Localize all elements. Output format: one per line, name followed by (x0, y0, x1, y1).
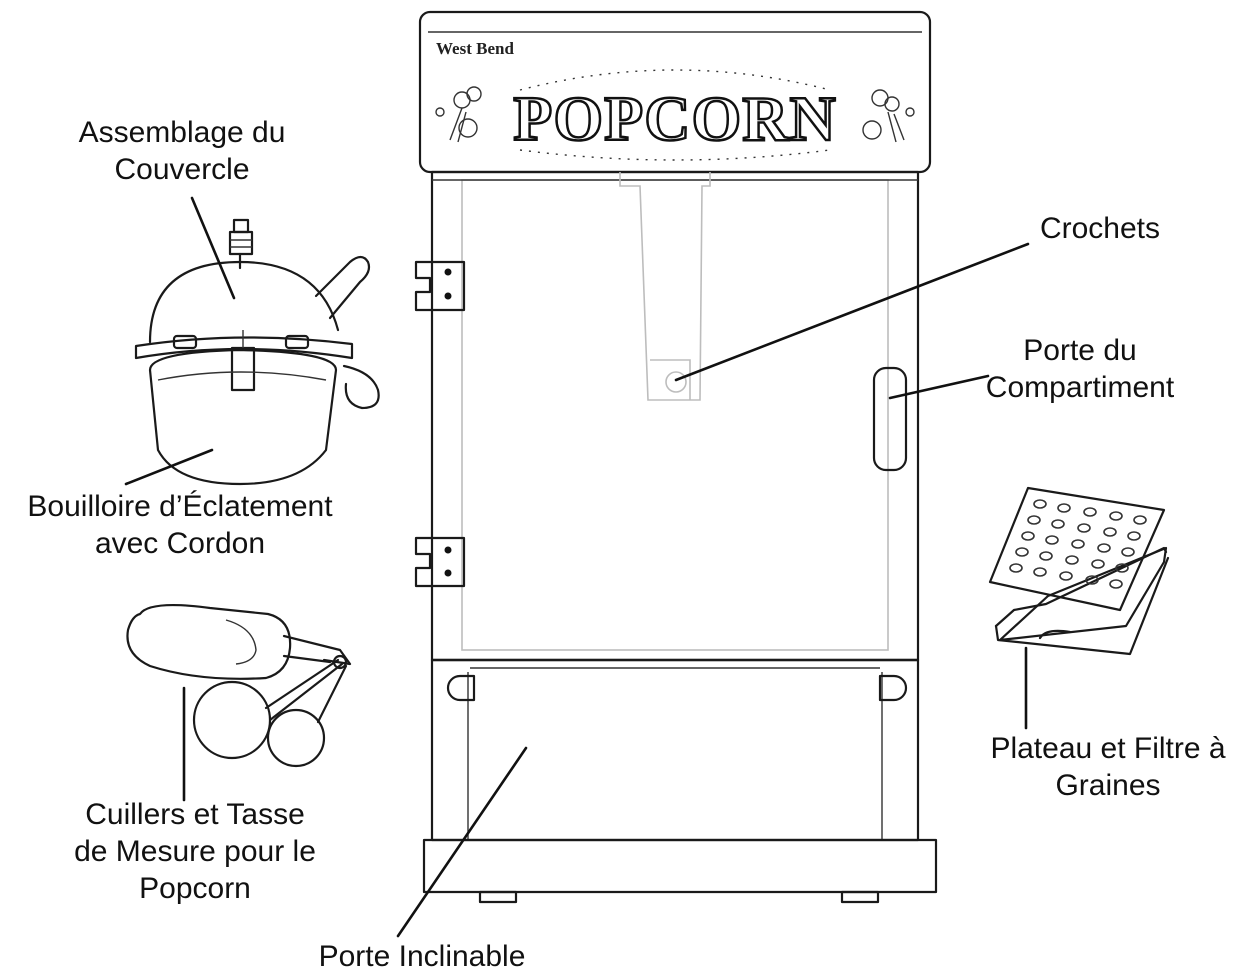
leader-kettle (124, 448, 214, 486)
popcorn-sign-text: POPCORN (513, 83, 836, 154)
popcorn-kernel-icon (435, 86, 482, 143)
door-handle (872, 366, 908, 472)
machine-base (422, 838, 938, 904)
cabinet (414, 170, 920, 842)
label-hooks: Crochets (1039, 212, 1161, 245)
popping-kettle (134, 218, 380, 486)
leader-door (888, 374, 990, 400)
popcorn-kernel-icon (862, 89, 915, 143)
hanger-hooks (619, 172, 711, 401)
tray-and-filter (988, 486, 1170, 656)
brand-logo: West Bend (436, 39, 514, 58)
leader-tilt-door (396, 746, 528, 938)
leader-lid (190, 196, 236, 300)
filter-holes (1009, 499, 1147, 589)
leader-hooks (674, 242, 1030, 382)
popcorn-machine: West Bend POPCORN (414, 10, 938, 904)
hinge (414, 260, 466, 312)
label-tilt-door: Porte Inclinable (318, 940, 526, 973)
measuring-cup-and-spoons (126, 604, 352, 768)
header-sign: West Bend POPCORN (418, 10, 932, 174)
hinge (414, 536, 466, 588)
leader-lines (124, 196, 1030, 938)
